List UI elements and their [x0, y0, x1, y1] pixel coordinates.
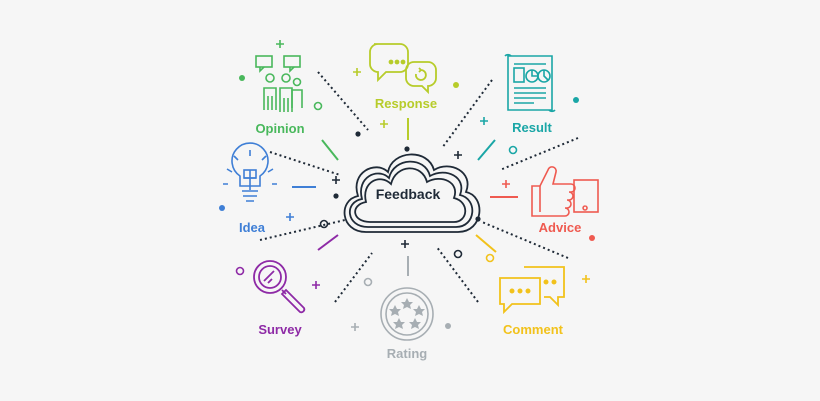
- dot: [355, 131, 361, 137]
- chat-bubbles-icon: [369, 43, 437, 95]
- node-survey: Survey: [253, 260, 306, 337]
- ring: [485, 253, 495, 263]
- magnifier-icon: [253, 260, 306, 314]
- lightbulb-icon: [223, 142, 277, 202]
- connector-dotted: [499, 137, 579, 171]
- connector-tick: [321, 139, 339, 161]
- connector-lines: [259, 71, 579, 303]
- connector-dotted: [435, 245, 479, 303]
- node-label-advice: Advice: [539, 220, 582, 235]
- connector-dotted: [481, 221, 569, 259]
- ring: [508, 145, 518, 155]
- node-label-comment: Comment: [503, 322, 564, 337]
- connector-dotted: [441, 79, 493, 149]
- dot: [219, 205, 225, 211]
- connector-dotted: [259, 219, 346, 241]
- node-label-rating: Rating: [387, 346, 428, 361]
- ring: [235, 266, 245, 276]
- connector-dotted: [269, 151, 341, 176]
- cloud-outline: [348, 160, 474, 228]
- node-label-survey: Survey: [258, 322, 302, 337]
- plus-signs: [276, 40, 590, 331]
- dot: [239, 75, 245, 81]
- people-speech-icon: [255, 55, 303, 112]
- connector-tick: [317, 234, 339, 251]
- star-rating-icon: [380, 287, 434, 341]
- report-document-icon: [504, 53, 556, 113]
- connector-tick: [477, 139, 496, 161]
- node-label-response: Response: [375, 96, 437, 111]
- node-idea: Idea: [223, 142, 277, 235]
- dot: [445, 323, 451, 329]
- connector-tick: [475, 234, 497, 253]
- dot: [573, 97, 579, 103]
- dot: [589, 235, 595, 241]
- center-label: Feedback: [376, 186, 441, 202]
- dot: [333, 193, 339, 199]
- node-response: Response: [369, 43, 437, 111]
- node-label-result: Result: [512, 120, 552, 135]
- ring: [313, 101, 323, 111]
- node-rating: Rating: [380, 287, 434, 361]
- thumbs-up-icon: [531, 166, 599, 217]
- node-result: Result: [504, 53, 556, 135]
- dot: [453, 82, 459, 88]
- comment-bubbles-icon: [499, 266, 565, 315]
- decorations: [219, 40, 595, 331]
- cloud-icon: [343, 153, 481, 233]
- connector-dotted: [317, 71, 369, 131]
- ring: [319, 219, 329, 229]
- node-advice: Advice: [531, 166, 599, 235]
- ring: [363, 277, 373, 287]
- node-opinion: Opinion: [255, 55, 305, 136]
- feedback-cloud: Feedback: [343, 153, 481, 233]
- cloud-outline: [354, 167, 467, 223]
- node-comment: Comment: [499, 266, 565, 337]
- node-label-idea: Idea: [239, 220, 266, 235]
- ring: [453, 249, 463, 259]
- node-label-opinion: Opinion: [255, 121, 304, 136]
- dot: [404, 146, 410, 152]
- connector-dotted: [334, 252, 373, 303]
